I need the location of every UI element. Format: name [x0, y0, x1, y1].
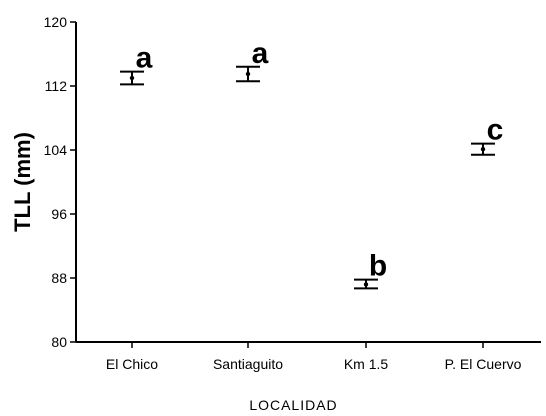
plot-frame	[75, 22, 541, 343]
error-bars: a a b c	[120, 37, 504, 290]
group-letter: a	[252, 37, 269, 70]
y-tick-label: 112	[45, 78, 68, 94]
y-tick-label: 96	[51, 206, 67, 222]
mean-point	[245, 71, 251, 77]
x-tick-label: El Chico	[106, 356, 158, 372]
x-tick-label: Km 1.5	[344, 356, 389, 372]
y-axis-ticks: 80 88 96 104 112 120	[44, 14, 76, 350]
mean-point	[363, 282, 369, 287]
x-axis-ticks: El Chico Santiaguito Km 1.5 P. El Cuervo	[106, 342, 522, 372]
mean-point	[129, 75, 135, 81]
y-tick-label: 80	[51, 334, 67, 350]
x-tick-label: Santiaguito	[213, 356, 283, 372]
group-letter: a	[136, 42, 153, 75]
x-axis-title: LOCALIDAD	[249, 397, 337, 413]
y-tick-label: 88	[51, 270, 67, 286]
y-axis-title: TLL (mm)	[10, 132, 35, 232]
y-tick-label: 104	[44, 142, 68, 158]
x-tick-label: P. El Cuervo	[445, 356, 522, 372]
group-letter: b	[369, 250, 387, 283]
mean-point	[480, 147, 486, 152]
y-tick-label: 120	[44, 14, 68, 30]
group-letter: c	[487, 114, 504, 147]
